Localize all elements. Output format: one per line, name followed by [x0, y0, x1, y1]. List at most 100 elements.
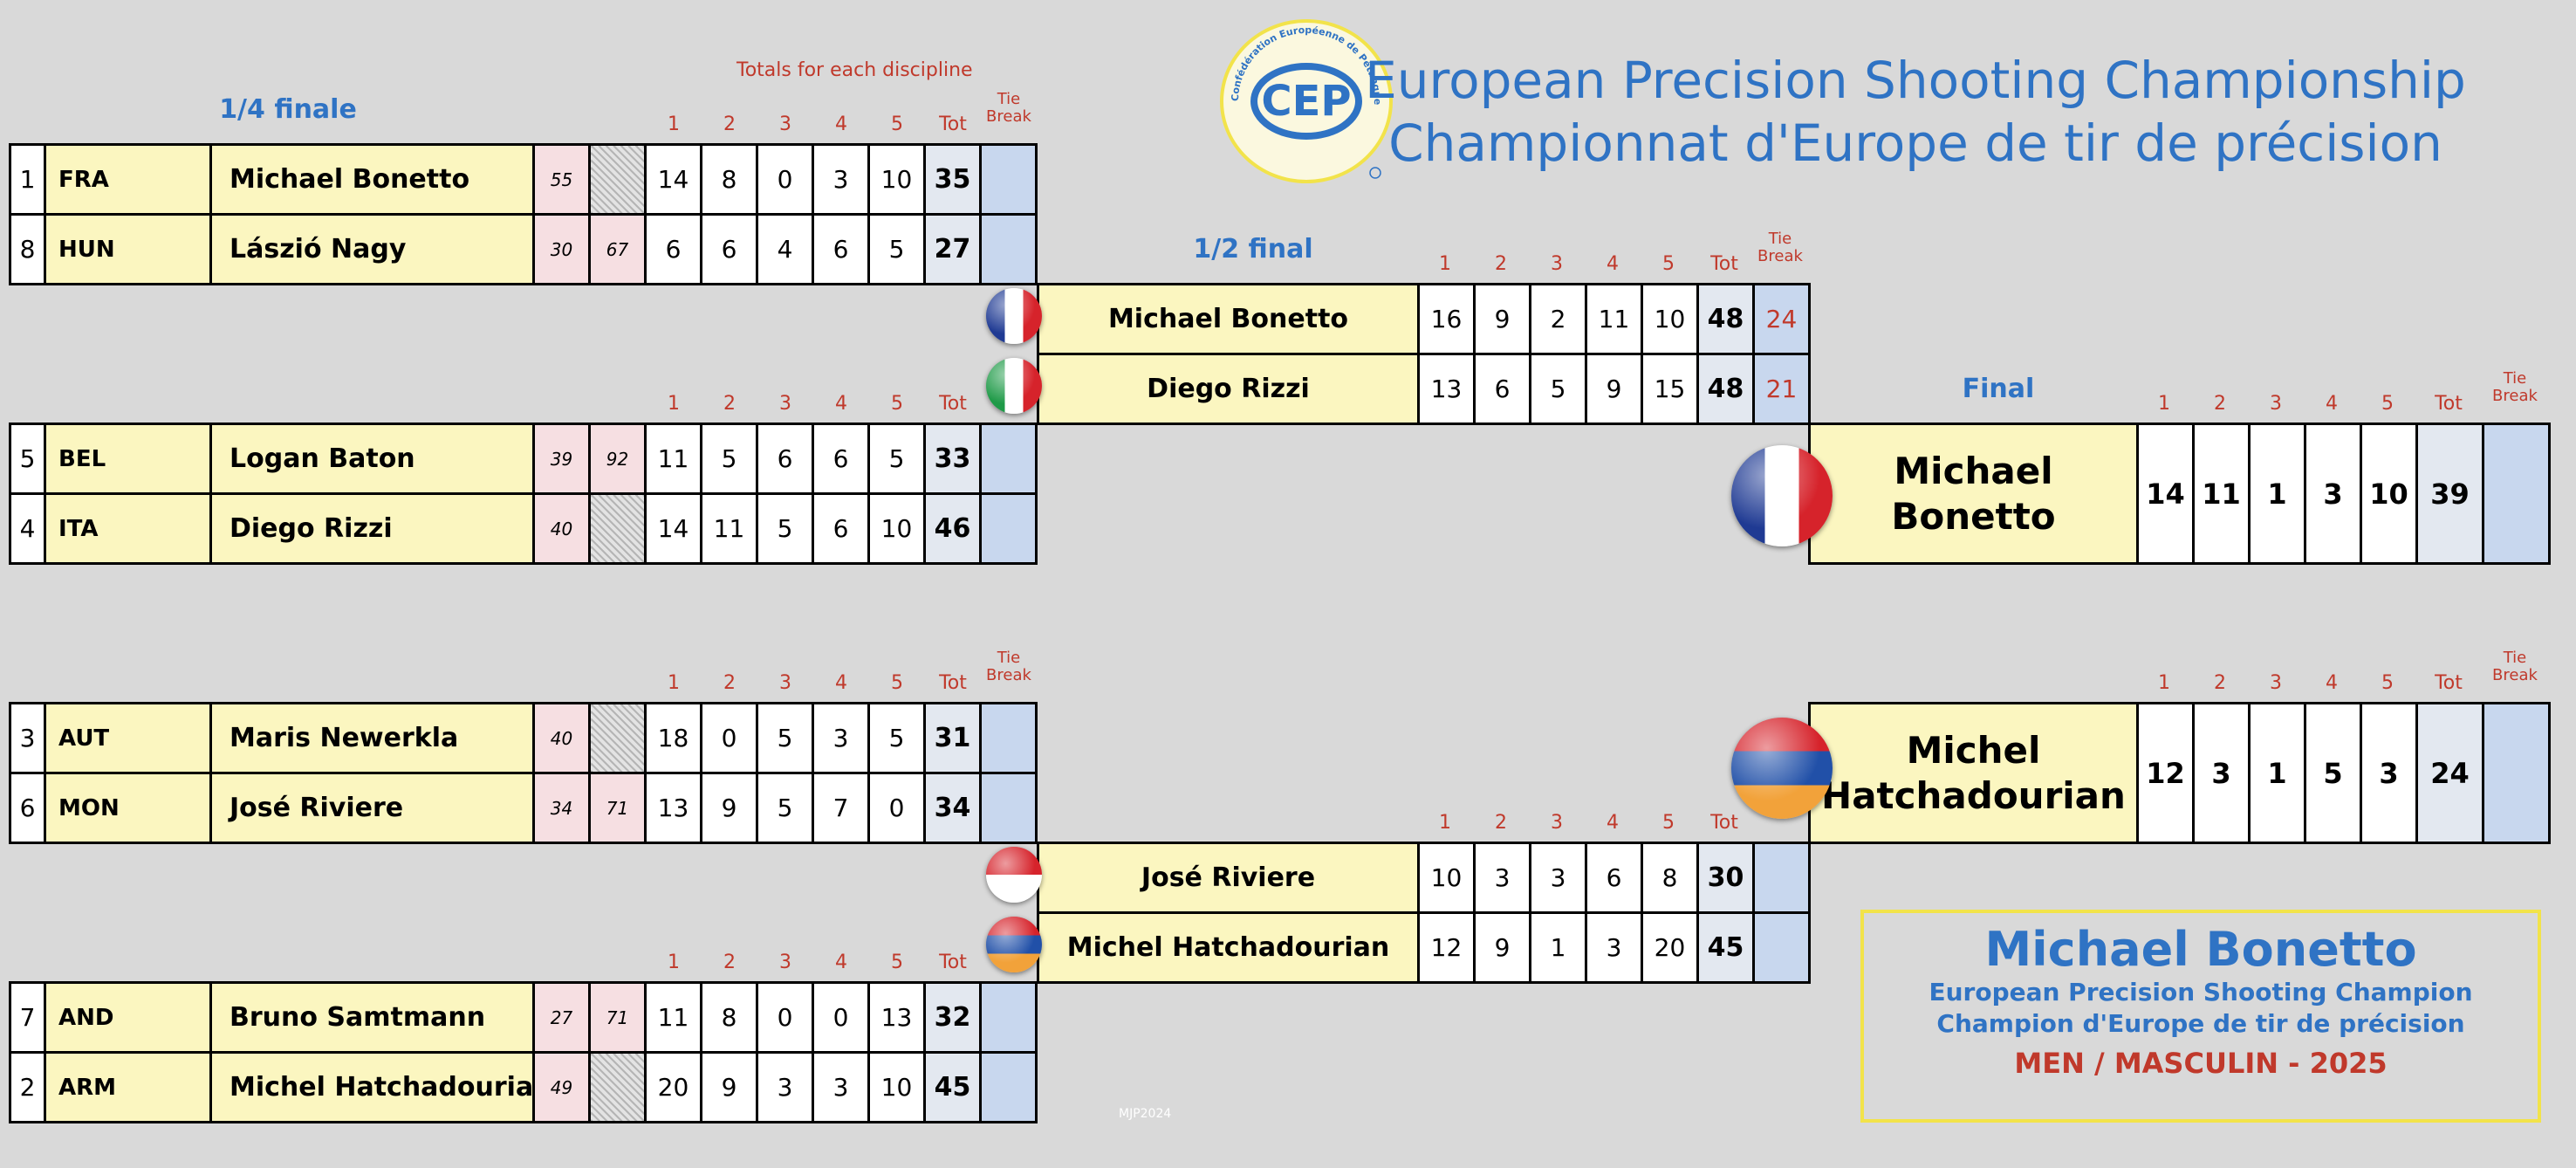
- qf1-header-d2: 2: [723, 113, 736, 135]
- player-name: José Riviere: [209, 772, 535, 844]
- player-ranking: 27: [532, 981, 591, 1054]
- player-country: FRA: [44, 143, 212, 216]
- discipline-score-2: 9: [700, 1051, 758, 1123]
- player-ranking: 39: [532, 423, 591, 495]
- discipline-score-2: 8: [700, 143, 758, 216]
- final1-header-d1: 1: [2158, 393, 2170, 415]
- discipline-score-1: 14: [2136, 423, 2195, 565]
- qf3-header-d1: 1: [668, 672, 680, 694]
- tie-break-score: [979, 143, 1038, 216]
- player-seed: 1: [9, 143, 46, 216]
- title-french: Championnat d'Europe de tir de précision: [1388, 113, 2442, 173]
- qf3-header-d3: 3: [779, 672, 791, 694]
- monaco-flag-icon: [986, 847, 1042, 903]
- champion-box: Michael Bonetto European Precision Shoot…: [1860, 910, 2541, 1123]
- total-score: 48: [1696, 353, 1755, 425]
- discipline-score-1: 12: [1417, 911, 1476, 984]
- discipline-score-5: 10: [867, 1051, 926, 1123]
- discipline-score-4: 3: [1585, 911, 1643, 984]
- sf1-header-d2: 2: [1495, 253, 1507, 275]
- logo-text: CEP: [1261, 77, 1351, 126]
- sf2-header-d2: 2: [1495, 812, 1507, 834]
- sf1-header-d1: 1: [1439, 253, 1451, 275]
- total-score: 31: [923, 702, 982, 774]
- player-seed: 3: [9, 702, 46, 774]
- player-name: Michael Bonetto: [209, 143, 535, 216]
- tie-break-score: [979, 1051, 1038, 1123]
- player-ranking-secondary: 71: [588, 981, 647, 1054]
- discipline-score-5: 10: [867, 143, 926, 216]
- discipline-score-5: 3: [2360, 702, 2418, 844]
- total-score: 46: [923, 492, 982, 565]
- final1-header-d2: 2: [2214, 393, 2226, 415]
- italy-flag-icon: [986, 358, 1042, 414]
- discipline-score-3: 2: [1529, 283, 1587, 355]
- tie-break-score: [979, 772, 1038, 844]
- qf3-header-tot: Tot: [939, 672, 967, 694]
- discipline-score-4: 3: [812, 1051, 870, 1123]
- champion-title-english: European Precision Shooting Champion: [1929, 978, 2473, 1007]
- total-score: 48: [1696, 283, 1755, 355]
- qf1-header-break: Break: [986, 107, 1031, 126]
- player-name: Logan Baton: [209, 423, 535, 495]
- qf4-header-d5: 5: [891, 952, 903, 973]
- final1-header-tot: Tot: [2435, 393, 2463, 415]
- total-score: 35: [923, 143, 982, 216]
- qf4-header-d2: 2: [723, 952, 736, 973]
- qf1-header-d3: 3: [779, 113, 791, 135]
- qf2-header-tot: Tot: [939, 393, 967, 415]
- qf4-header-d4: 4: [835, 952, 847, 973]
- tie-break-score: [1752, 842, 1811, 914]
- discipline-score-2: 8: [700, 981, 758, 1054]
- total-score: 24: [2415, 702, 2484, 844]
- discipline-score-2: 6: [1473, 353, 1531, 425]
- qf3-header-break: Break: [986, 666, 1031, 684]
- tie-break-score: [979, 492, 1038, 565]
- sf2-header-d4: 4: [1607, 812, 1619, 834]
- sf2-header-d3: 3: [1551, 812, 1563, 834]
- discipline-score-5: 5: [867, 213, 926, 285]
- sf2-header-tot: Tot: [1710, 812, 1738, 834]
- discipline-score-3: 5: [756, 772, 814, 844]
- player-ranking: 30: [532, 213, 591, 285]
- qf3-header-d4: 4: [835, 672, 847, 694]
- discipline-score-3: 5: [756, 702, 814, 774]
- title-english: European Precision Shooting Championship: [1365, 51, 2466, 110]
- player-ranking-secondary: [588, 143, 647, 216]
- label-final: Final: [1962, 374, 2035, 404]
- qf4-header-tot: Tot: [939, 952, 967, 973]
- player-name: Diego Rizzi: [209, 492, 535, 565]
- final1-header-break: Break: [2492, 387, 2538, 405]
- tie-break-score: 24: [1752, 283, 1811, 355]
- player-ranking-secondary: [588, 702, 647, 774]
- discipline-score-4: 6: [812, 213, 870, 285]
- player-seed: 5: [9, 423, 46, 495]
- qf1-header-d4: 4: [835, 113, 847, 135]
- discipline-score-2: 0: [700, 702, 758, 774]
- france-flag-icon: [1731, 445, 1833, 546]
- discipline-score-4: 3: [812, 702, 870, 774]
- player-ranking-secondary: [588, 1051, 647, 1123]
- player-country: ITA: [44, 492, 212, 565]
- armenia-flag-icon: [1731, 718, 1833, 819]
- discipline-score-3: 5: [756, 492, 814, 565]
- discipline-score-4: 7: [812, 772, 870, 844]
- total-score: 45: [1696, 911, 1755, 984]
- sf1-header-d4: 4: [1607, 253, 1619, 275]
- qf1-header-d1: 1: [668, 113, 680, 135]
- final2-header-d2: 2: [2214, 672, 2226, 694]
- sf1-header-tie: Tie: [1768, 230, 1792, 248]
